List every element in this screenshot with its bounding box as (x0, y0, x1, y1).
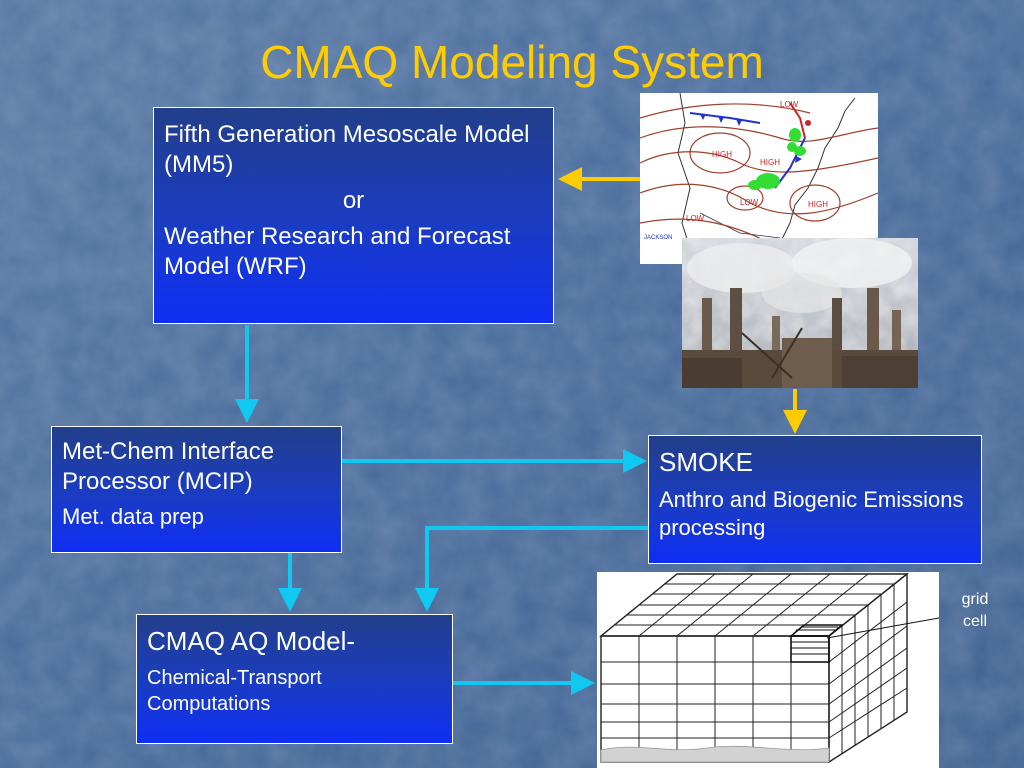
mm5-label: Fifth Generation Mesoscale Model (MM5) (164, 121, 530, 178)
cmaq-subtitle: Chemical-Transport Computations (147, 667, 322, 715)
weather-label-4: HIGH (808, 200, 828, 209)
weather-label-7: JACKSON (644, 235, 672, 241)
smoke-title: SMOKE (659, 447, 753, 477)
smokestacks-image (682, 238, 918, 388)
slide-title: CMAQ Modeling System (260, 36, 764, 88)
highlighted-grid-cell (788, 624, 845, 663)
grid-box-image (597, 572, 939, 768)
cmaq-title: CMAQ AQ Model- (147, 626, 356, 656)
or-label: or (342, 187, 365, 214)
weather-label-5: HIGH (760, 158, 780, 167)
smoke-subtitle: Anthro and Biogenic Emissions processing (659, 487, 964, 540)
mcip-box: Met-Chem Interface Processor (MCIP) Met.… (51, 426, 342, 553)
weather-label-2: LOW (780, 100, 799, 109)
mcip-title: Met-Chem Interface Processor (MCIP) (62, 438, 275, 495)
mm5-wrf-box: Fifth Generation Mesoscale Model (MM5) o… (153, 107, 554, 324)
weather-label-3: LOW (740, 198, 759, 207)
grid-cell-label: grid cell (961, 591, 989, 630)
weather-map-image: HIGH LOW LOW HIGH HIGH LOW JACKSON (640, 93, 878, 264)
cmaq-box: CMAQ AQ Model- Chemical-Transport Comput… (136, 614, 453, 744)
smoke-box: SMOKE Anthro and Biogenic Emissions proc… (648, 435, 982, 564)
mcip-subtitle: Met. data prep (62, 504, 204, 529)
weather-label-1: HIGH (712, 150, 732, 159)
weather-label-6: LOW (686, 214, 705, 223)
arrow-smoke-to-cmaq (415, 526, 648, 612)
wrf-label: Weather Research and Forecast Model (WRF… (164, 223, 511, 280)
